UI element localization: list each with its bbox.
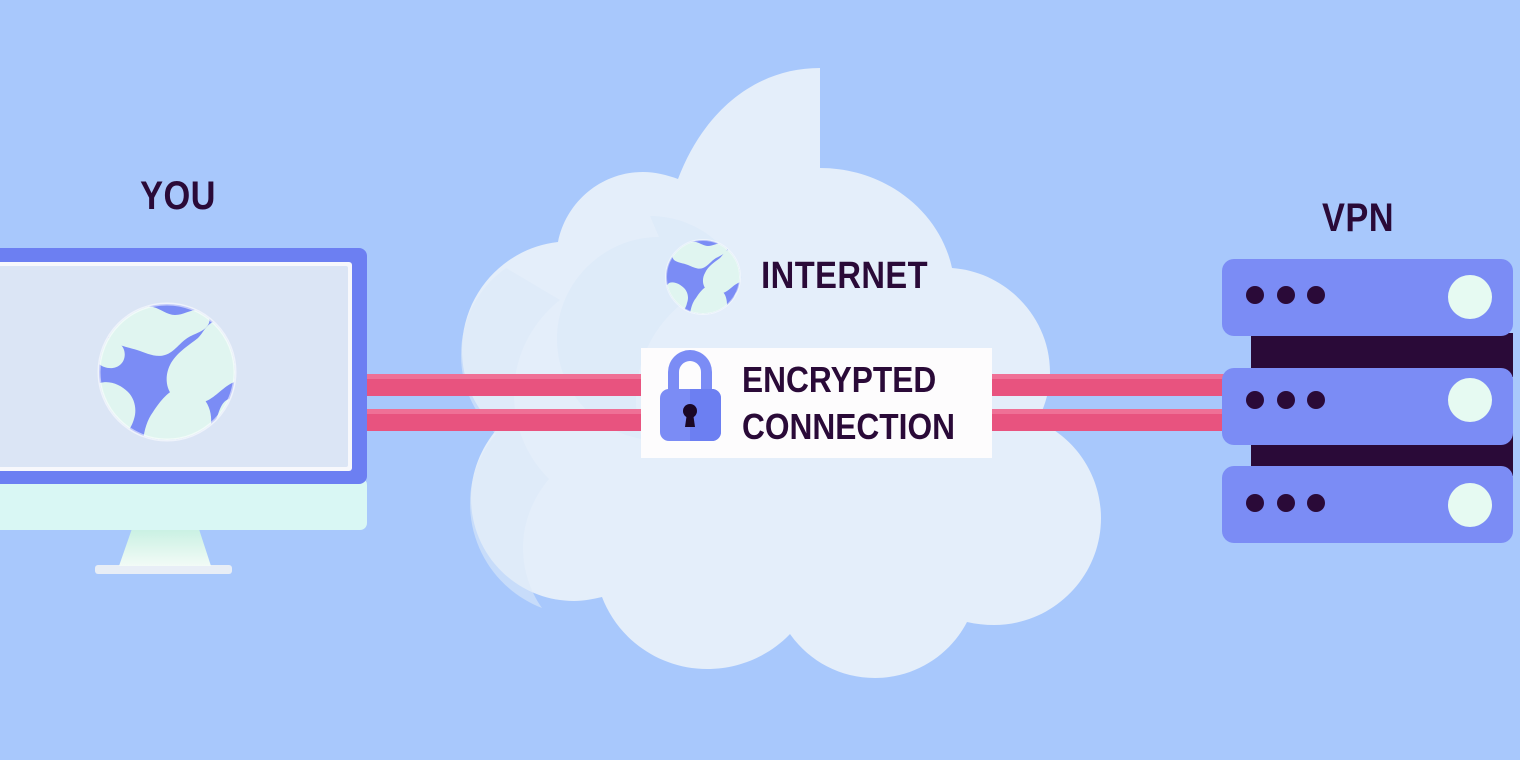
vpn-server-rack — [1222, 259, 1513, 543]
monitor-chin — [0, 478, 367, 530]
desktop-monitor — [0, 248, 367, 574]
page-title-you: YOU — [140, 174, 216, 218]
encrypted-line-2: CONNECTION — [742, 406, 955, 447]
server-led — [1277, 286, 1295, 304]
server-unit-2 — [1222, 368, 1513, 445]
encrypted-connection-text: ENCRYPTED CONNECTION — [742, 356, 962, 450]
server-led — [1307, 391, 1325, 409]
encrypted-line-1: ENCRYPTED — [742, 359, 937, 400]
server-led — [1307, 286, 1325, 304]
server-power-light — [1448, 378, 1492, 422]
encrypted-connection-badge — [641, 348, 992, 458]
monitor-stand-neck — [119, 520, 211, 566]
server-led — [1246, 391, 1264, 409]
server-led — [1277, 391, 1295, 409]
server-unit-3 — [1222, 466, 1513, 543]
page-title-vpn: VPN — [1321, 196, 1395, 240]
server-led — [1246, 286, 1264, 304]
internet-label: INTERNET — [761, 255, 928, 297]
server-power-light — [1448, 483, 1492, 527]
server-unit-1 — [1222, 259, 1513, 336]
server-power-light — [1448, 275, 1492, 319]
server-led — [1307, 494, 1325, 512]
lock-icon — [660, 350, 721, 441]
monitor-stand-base — [95, 565, 232, 574]
server-led — [1246, 494, 1264, 512]
server-led — [1277, 494, 1295, 512]
